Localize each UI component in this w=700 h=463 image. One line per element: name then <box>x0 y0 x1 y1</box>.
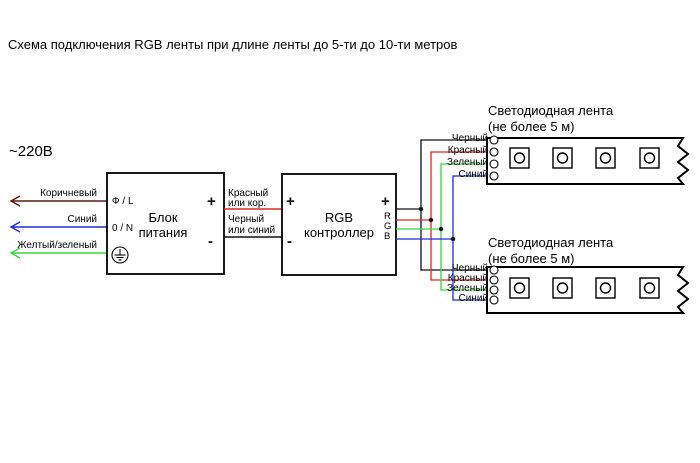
strip-2-leds <box>509 277 660 299</box>
bus-black <box>396 139 491 271</box>
controller-plus-in: + <box>286 193 295 210</box>
bus-junction-dots <box>418 206 456 242</box>
controller-plus-out: + <box>381 193 390 210</box>
mains-wire-brown <box>9 195 107 207</box>
controller-minus-in: - <box>287 233 292 250</box>
controller-name-line2: контроллер <box>304 225 374 240</box>
rgb-controller-box <box>281 173 397 276</box>
strip-1-wire-green: Зеленый <box>447 157 488 168</box>
strip-2-title-line2: (не более 5 м) <box>488 251 575 266</box>
diagram-title: Схема подключения RGB ленты при длине ле… <box>8 37 457 52</box>
bus-red <box>396 151 491 281</box>
plus-wire-label-line2: или кор. <box>228 198 266 209</box>
strip-1-title-line1: Светодиодная лента <box>488 103 614 118</box>
strip-1-contacts <box>489 135 499 181</box>
strip-1-tape <box>486 137 690 185</box>
strip-1-title-line2: (не более 5 м) <box>488 119 575 134</box>
strip-2-title-line1: Светодиодная лента <box>488 235 614 250</box>
strip-2-wire-black: Черный <box>452 263 488 274</box>
terminal-phase-label: Ф / L <box>112 196 134 207</box>
plus-wire-label-line1: Красный <box>228 188 268 199</box>
power-supply-plus: + <box>207 193 216 210</box>
mains-wire-brown-label: Коричневый <box>40 188 97 199</box>
mains-wire-green <box>9 247 107 259</box>
power-supply-name-line2: питания <box>139 225 188 240</box>
minus-wire-label-line2: или синий <box>228 225 275 236</box>
strip-2-wire-red: Красный <box>448 273 488 284</box>
earth-ground-icon <box>111 246 129 264</box>
power-supply-minus: - <box>208 233 213 250</box>
mains-wire-blue <box>9 221 107 233</box>
controller-channel-g: G <box>384 221 391 232</box>
terminal-neutral-label: 0 / N <box>112 223 133 234</box>
strip-1-wire-black: Черный <box>452 133 488 144</box>
strip-2-tape <box>486 266 690 314</box>
controller-channel-b: B <box>384 231 390 242</box>
controller-channel-r: R <box>384 211 391 222</box>
mains-wire-green-label: Желтый/зеленый <box>17 240 97 251</box>
strip-2-contacts <box>489 265 499 305</box>
minus-wire-label-line1: Черный <box>228 214 264 225</box>
mains-voltage-label: ~220В <box>9 143 53 160</box>
strip-1-leds <box>509 147 660 169</box>
mains-wire-blue-label: Синий <box>67 214 97 225</box>
strip-1-wire-blue: Синий <box>458 169 488 180</box>
strip-2-wire-green: Зеленый <box>447 283 488 294</box>
strip-1-wire-red: Красный <box>448 145 488 156</box>
controller-name-line1: RGB <box>325 210 353 225</box>
power-supply-name-line1: Блок <box>148 210 177 225</box>
strip-2-wire-blue: Синий <box>458 293 488 304</box>
power-supply-box <box>106 172 225 275</box>
